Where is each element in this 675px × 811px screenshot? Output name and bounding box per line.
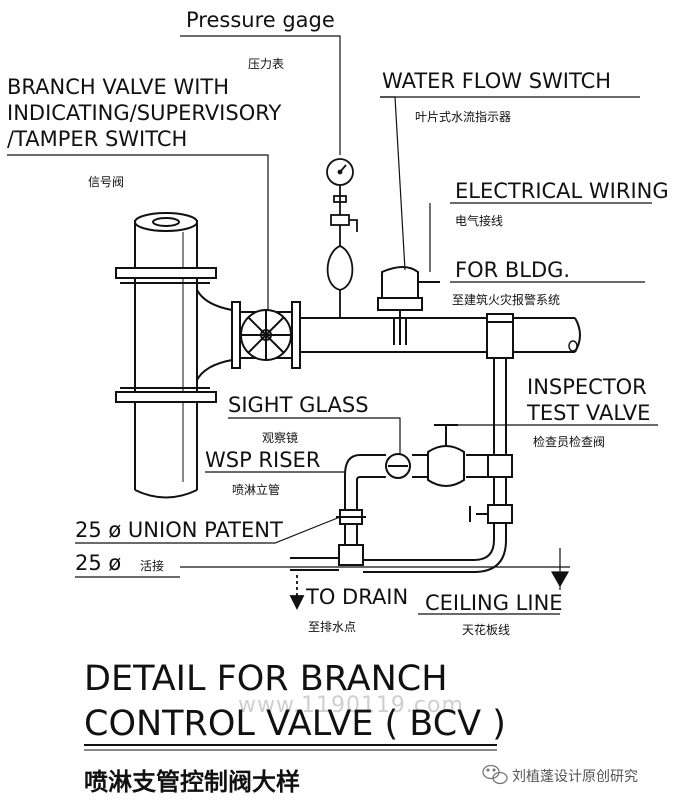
union-patent-label: 25 ø UNION PATENT xyxy=(75,518,283,542)
branch-valve-label-3: /TAMPER SWITCH xyxy=(7,127,187,151)
wsp-riser-pipe xyxy=(115,212,233,499)
branch-valve xyxy=(231,301,301,369)
branch-valve-cn-label: 信号阀 xyxy=(88,175,124,189)
leader-lines xyxy=(7,35,658,615)
sight-glass-cn-label: 观察镜 xyxy=(262,430,298,445)
sight-glass-label: SIGHT GLASS xyxy=(228,393,369,417)
inspector-cn-label: 检查员检查阀 xyxy=(533,434,605,449)
for-bldg-label: FOR BLDG. xyxy=(455,258,570,282)
pressure-gage xyxy=(326,158,358,318)
water-flow-switch xyxy=(377,266,440,345)
inspector-test-assembly xyxy=(290,358,513,573)
branch-valve-label-2: INDICATING/SUPERVISORY xyxy=(7,101,281,125)
inspector-label-1: INSPECTOR xyxy=(527,375,647,399)
inspector-label-2: TEST VALVE xyxy=(526,401,650,425)
electrical-wiring-label: ELECTRICAL WIRING xyxy=(455,179,669,203)
pressure-gage-cn-label: 压力表 xyxy=(248,57,284,71)
to-drain-cn-label: 至排水点 xyxy=(308,620,356,634)
union-size-label: 25 ø xyxy=(75,551,121,575)
branch-valve-label-1: BRANCH VALVE WITH xyxy=(7,75,229,99)
water-flow-switch-label: WATER FLOW SWITCH xyxy=(382,69,611,93)
water-flow-switch-cn-label: 叶片式水流指示器 xyxy=(415,109,511,124)
union-cn-label: 活接 xyxy=(140,558,164,573)
wechat-icon xyxy=(482,764,508,785)
drain-arrow xyxy=(289,575,305,611)
ceiling-line-label: CEILING LINE xyxy=(425,591,563,615)
wsp-riser-cn-label: 喷淋立管 xyxy=(232,482,280,497)
watermark-site: www.1190119.com xyxy=(238,693,464,718)
branch-pipe xyxy=(300,313,581,359)
title-line-1: DETAIL FOR BRANCH xyxy=(84,659,448,699)
for-bldg-cn-label: 至建筑火灾报警系统 xyxy=(452,292,560,307)
electrical-wiring-cn-label: 电气接线 xyxy=(455,213,503,228)
pressure-gage-label: Pressure gage xyxy=(186,8,335,32)
wsp-riser-label: WSP RISER xyxy=(205,448,320,472)
title-line-2: CONTROL VALVE ( BCV ) xyxy=(84,704,506,744)
watermark-account: 刘植蓬设计原创研究 xyxy=(512,769,638,785)
ceiling-line xyxy=(180,548,570,590)
title-cn: 喷淋支管控制阀大样 xyxy=(84,768,300,796)
ceiling-line-cn-label: 天花板线 xyxy=(462,622,510,637)
to-drain-label: TO DRAIN xyxy=(305,585,408,609)
